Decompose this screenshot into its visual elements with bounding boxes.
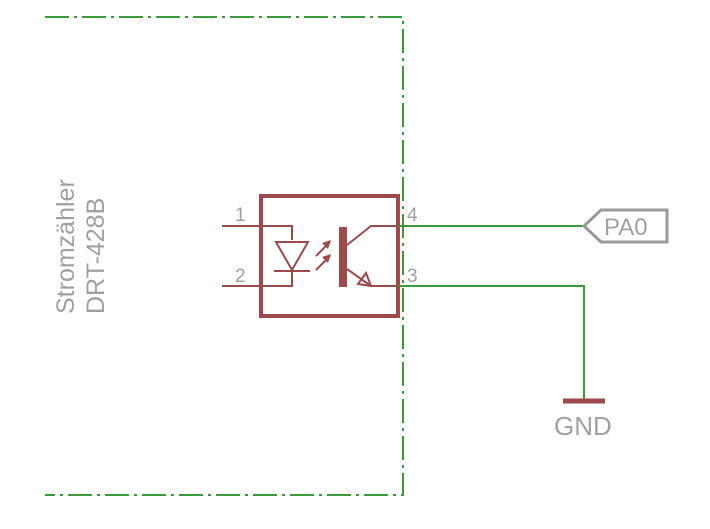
device-name-line2: DRT-428B: [82, 198, 110, 314]
gnd-symbol: GND: [554, 398, 612, 441]
pin-number-4: 4: [407, 205, 418, 226]
pin-number-1: 1: [235, 205, 246, 226]
device-frame: [45, 16, 404, 496]
device-name-line1: Stromzähler: [52, 179, 80, 314]
led-anode-lead: [222, 225, 293, 240]
net-label-pa0: PA0: [581, 208, 669, 244]
gnd-label: GND: [554, 411, 612, 441]
optocoupler: 1 2 4 3: [222, 194, 418, 318]
pin-number-3: 3: [407, 266, 418, 287]
led-cathode-lead: [222, 272, 293, 287]
phototransistor-icon: [339, 225, 398, 288]
led-icon: [274, 240, 331, 273]
wire-emitter-to-gnd: [398, 285, 585, 400]
pin-number-2: 2: [235, 266, 246, 287]
optocoupler-body: [259, 194, 400, 318]
net-label-pa0-text: PA0: [604, 214, 648, 241]
